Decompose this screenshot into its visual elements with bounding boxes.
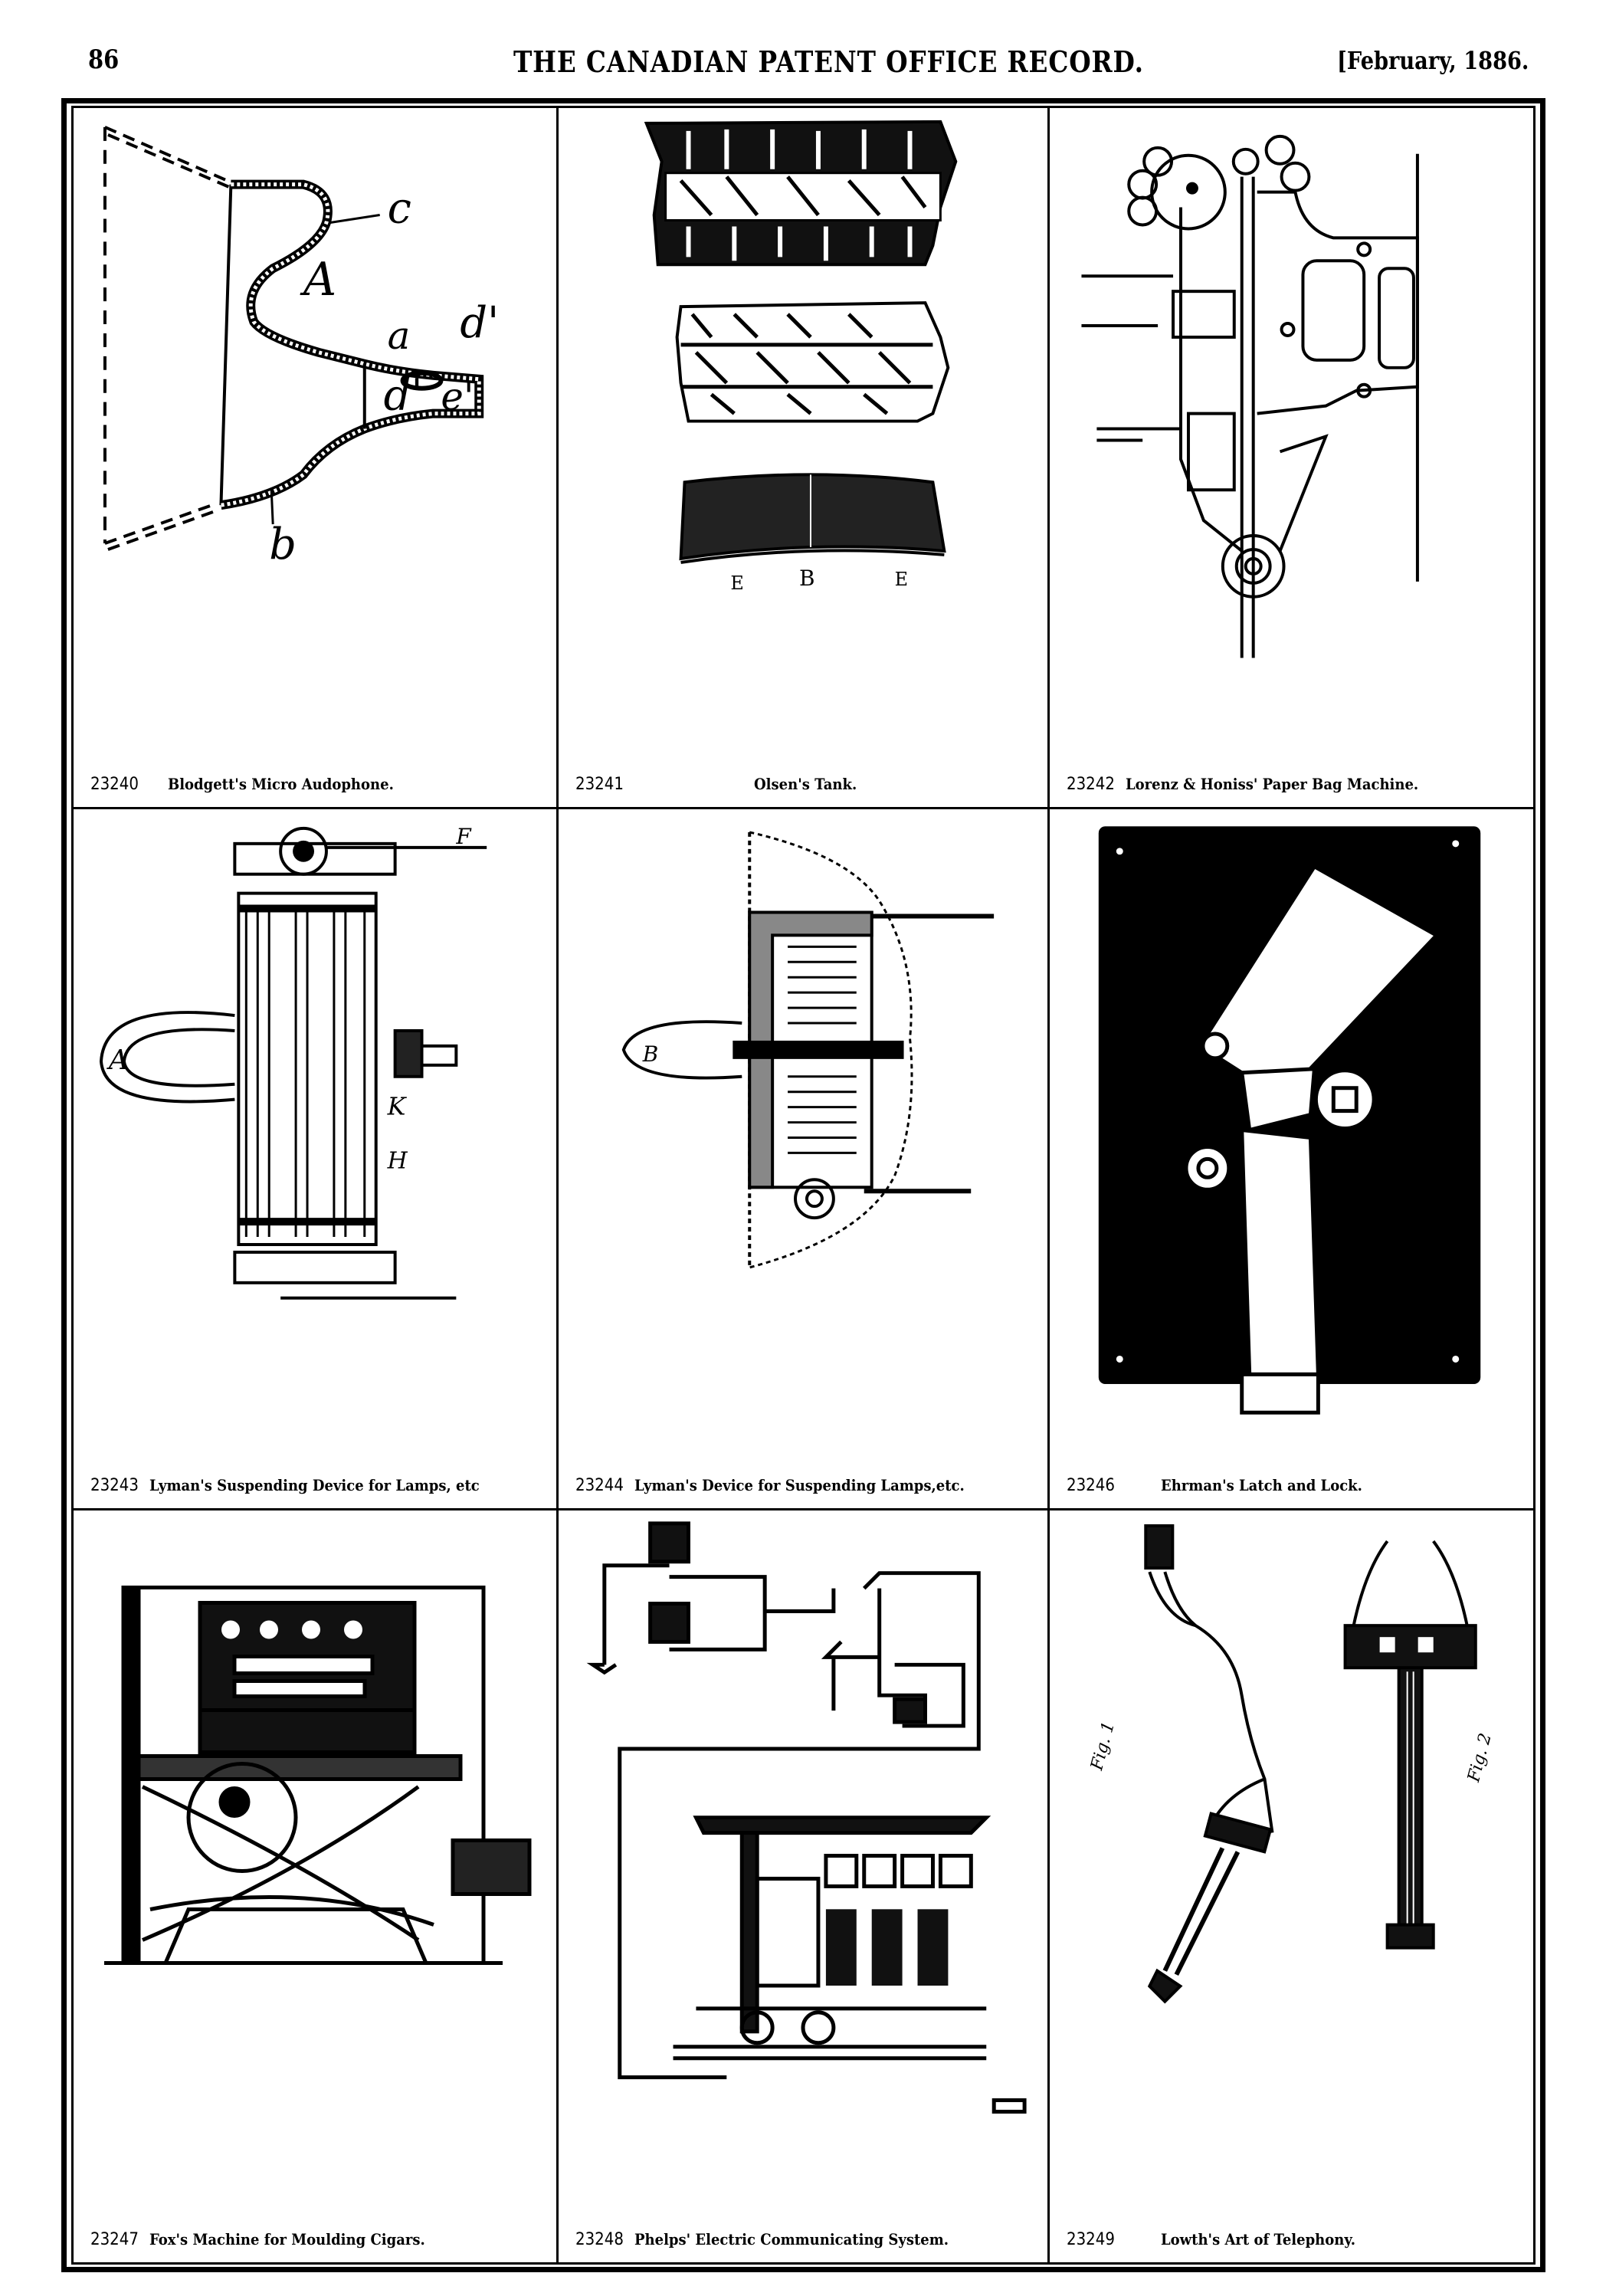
svg-text:d': d' [384, 371, 423, 421]
patent-title: Lowth's Art of Telephony. [1160, 2230, 1355, 2248]
patent-number: 23248 [575, 2229, 624, 2249]
patent-title: Olsen's Tank. [753, 775, 857, 793]
cigar-moulding-machine-illustration [74, 1510, 556, 2216]
svg-text:F: F [455, 824, 472, 849]
paper-bag-machine-illustration [1050, 108, 1533, 761]
patent-caption: 23241 Olsen's Tank. [575, 770, 1040, 798]
patent-cell: B 23244 Lyman's Device for Suspending La… [559, 809, 1050, 1510]
patent-caption: 23240 Blodgett's Micro Audophone. [90, 770, 549, 798]
patent-caption: 23242 Lorenz & Honiss' Paper Bag Machine… [1067, 770, 1526, 798]
svg-text:Fig. 1: Fig. 1 [1087, 1720, 1119, 1773]
patent-cell: c A a d' d' e' b 23240 Blodgett's Micro … [74, 108, 559, 809]
micro-audophone-illustration: c A a d' d' e' b [74, 108, 556, 761]
patent-caption: 23247 Fox's Machine for Moulding Cigars. [90, 2225, 549, 2253]
patent-cell: Fig. 1 Fig. 2 23249 Lowth's Art of Telep… [1050, 1510, 1533, 2262]
svg-text:B: B [799, 566, 815, 591]
patent-caption: 23246 Ehrman's Latch and Lock. [1067, 1471, 1526, 1499]
patent-cell: 23248 Phelps' Electric Communicating Sys… [559, 1510, 1050, 2262]
svg-text:A: A [300, 254, 336, 307]
patent-cell: 23247 Fox's Machine for Moulding Cigars. [74, 1510, 559, 2262]
patent-title: Lorenz & Honiss' Paper Bag Machine. [1125, 775, 1419, 793]
issue-date: [February, 1886. [1337, 46, 1529, 75]
svg-text:d': d' [460, 298, 499, 348]
electric-communicating-system-illustration [559, 1510, 1047, 2216]
page-header: 86 THE CANADIAN PATENT OFFICE RECORD. [F… [0, 44, 1606, 83]
patent-caption: 23243 Lyman's Suspending Device for Lamp… [90, 1471, 549, 1499]
patent-number: 23244 [575, 1475, 624, 1495]
patent-cell: 23242 Lorenz & Honiss' Paper Bag Machine… [1050, 108, 1533, 809]
patent-title: Phelps' Electric Communicating System. [634, 2230, 949, 2248]
lamp-suspending-device-illustration: A F K H [74, 809, 556, 1462]
patent-number: 23247 [90, 2229, 139, 2249]
svg-text:Fig. 2: Fig. 2 [1464, 1731, 1496, 1785]
latch-and-lock-illustration [1050, 809, 1533, 1462]
patent-number: 23242 [1067, 774, 1115, 794]
svg-text:K: K [387, 1092, 408, 1121]
outer-frame [61, 98, 1545, 2272]
patent-grid: c A a d' d' e' b 23240 Blodgett's Micro … [71, 106, 1536, 2265]
patent-cell: A F K H 23243 Lyman's Suspending Device … [74, 809, 559, 1510]
patent-title: Blodgett's Micro Audophone. [167, 775, 394, 793]
svg-text:H: H [387, 1147, 408, 1174]
patent-cell: 23246 Ehrman's Latch and Lock. [1050, 809, 1533, 1510]
svg-text:E: E [730, 572, 743, 594]
tank-sections-illustration: E B E [559, 108, 1047, 761]
patent-title: Lyman's Suspending Device for Lamps, etc [149, 1476, 480, 1494]
patent-caption: 23244 Lyman's Device for Suspending Lamp… [575, 1471, 1040, 1499]
publication-title: THE CANADIAN PATENT OFFICE RECORD. [513, 44, 1144, 79]
patent-number: 23243 [90, 1475, 139, 1495]
svg-text:c: c [388, 183, 411, 233]
patent-caption: 23248 Phelps' Electric Communicating Sys… [575, 2225, 1040, 2253]
svg-text:B: B [642, 1041, 659, 1067]
svg-text:A: A [107, 1045, 129, 1076]
patent-cell: E B E 23241 Olsen's Tank. [559, 108, 1050, 809]
patent-title: Lyman's Device for Suspending Lamps,etc. [634, 1476, 965, 1494]
patent-number: 23240 [90, 774, 139, 794]
patent-number: 23249 [1067, 2229, 1115, 2249]
svg-text:b: b [269, 520, 297, 569]
page-number: 86 [88, 44, 120, 75]
svg-text:E: E [895, 569, 908, 590]
svg-text:e': e' [441, 375, 474, 419]
telephony-illustration: Fig. 1 Fig. 2 [1050, 1510, 1533, 2216]
patent-title: Fox's Machine for Moulding Cigars. [149, 2230, 425, 2248]
patent-title: Ehrman's Latch and Lock. [1160, 1476, 1362, 1494]
svg-text:a: a [388, 313, 411, 358]
patent-number: 23241 [575, 774, 624, 794]
lamp-suspending-section-illustration: B [559, 809, 1047, 1462]
patent-caption: 23249 Lowth's Art of Telephony. [1067, 2225, 1526, 2253]
patent-number: 23246 [1067, 1475, 1115, 1495]
